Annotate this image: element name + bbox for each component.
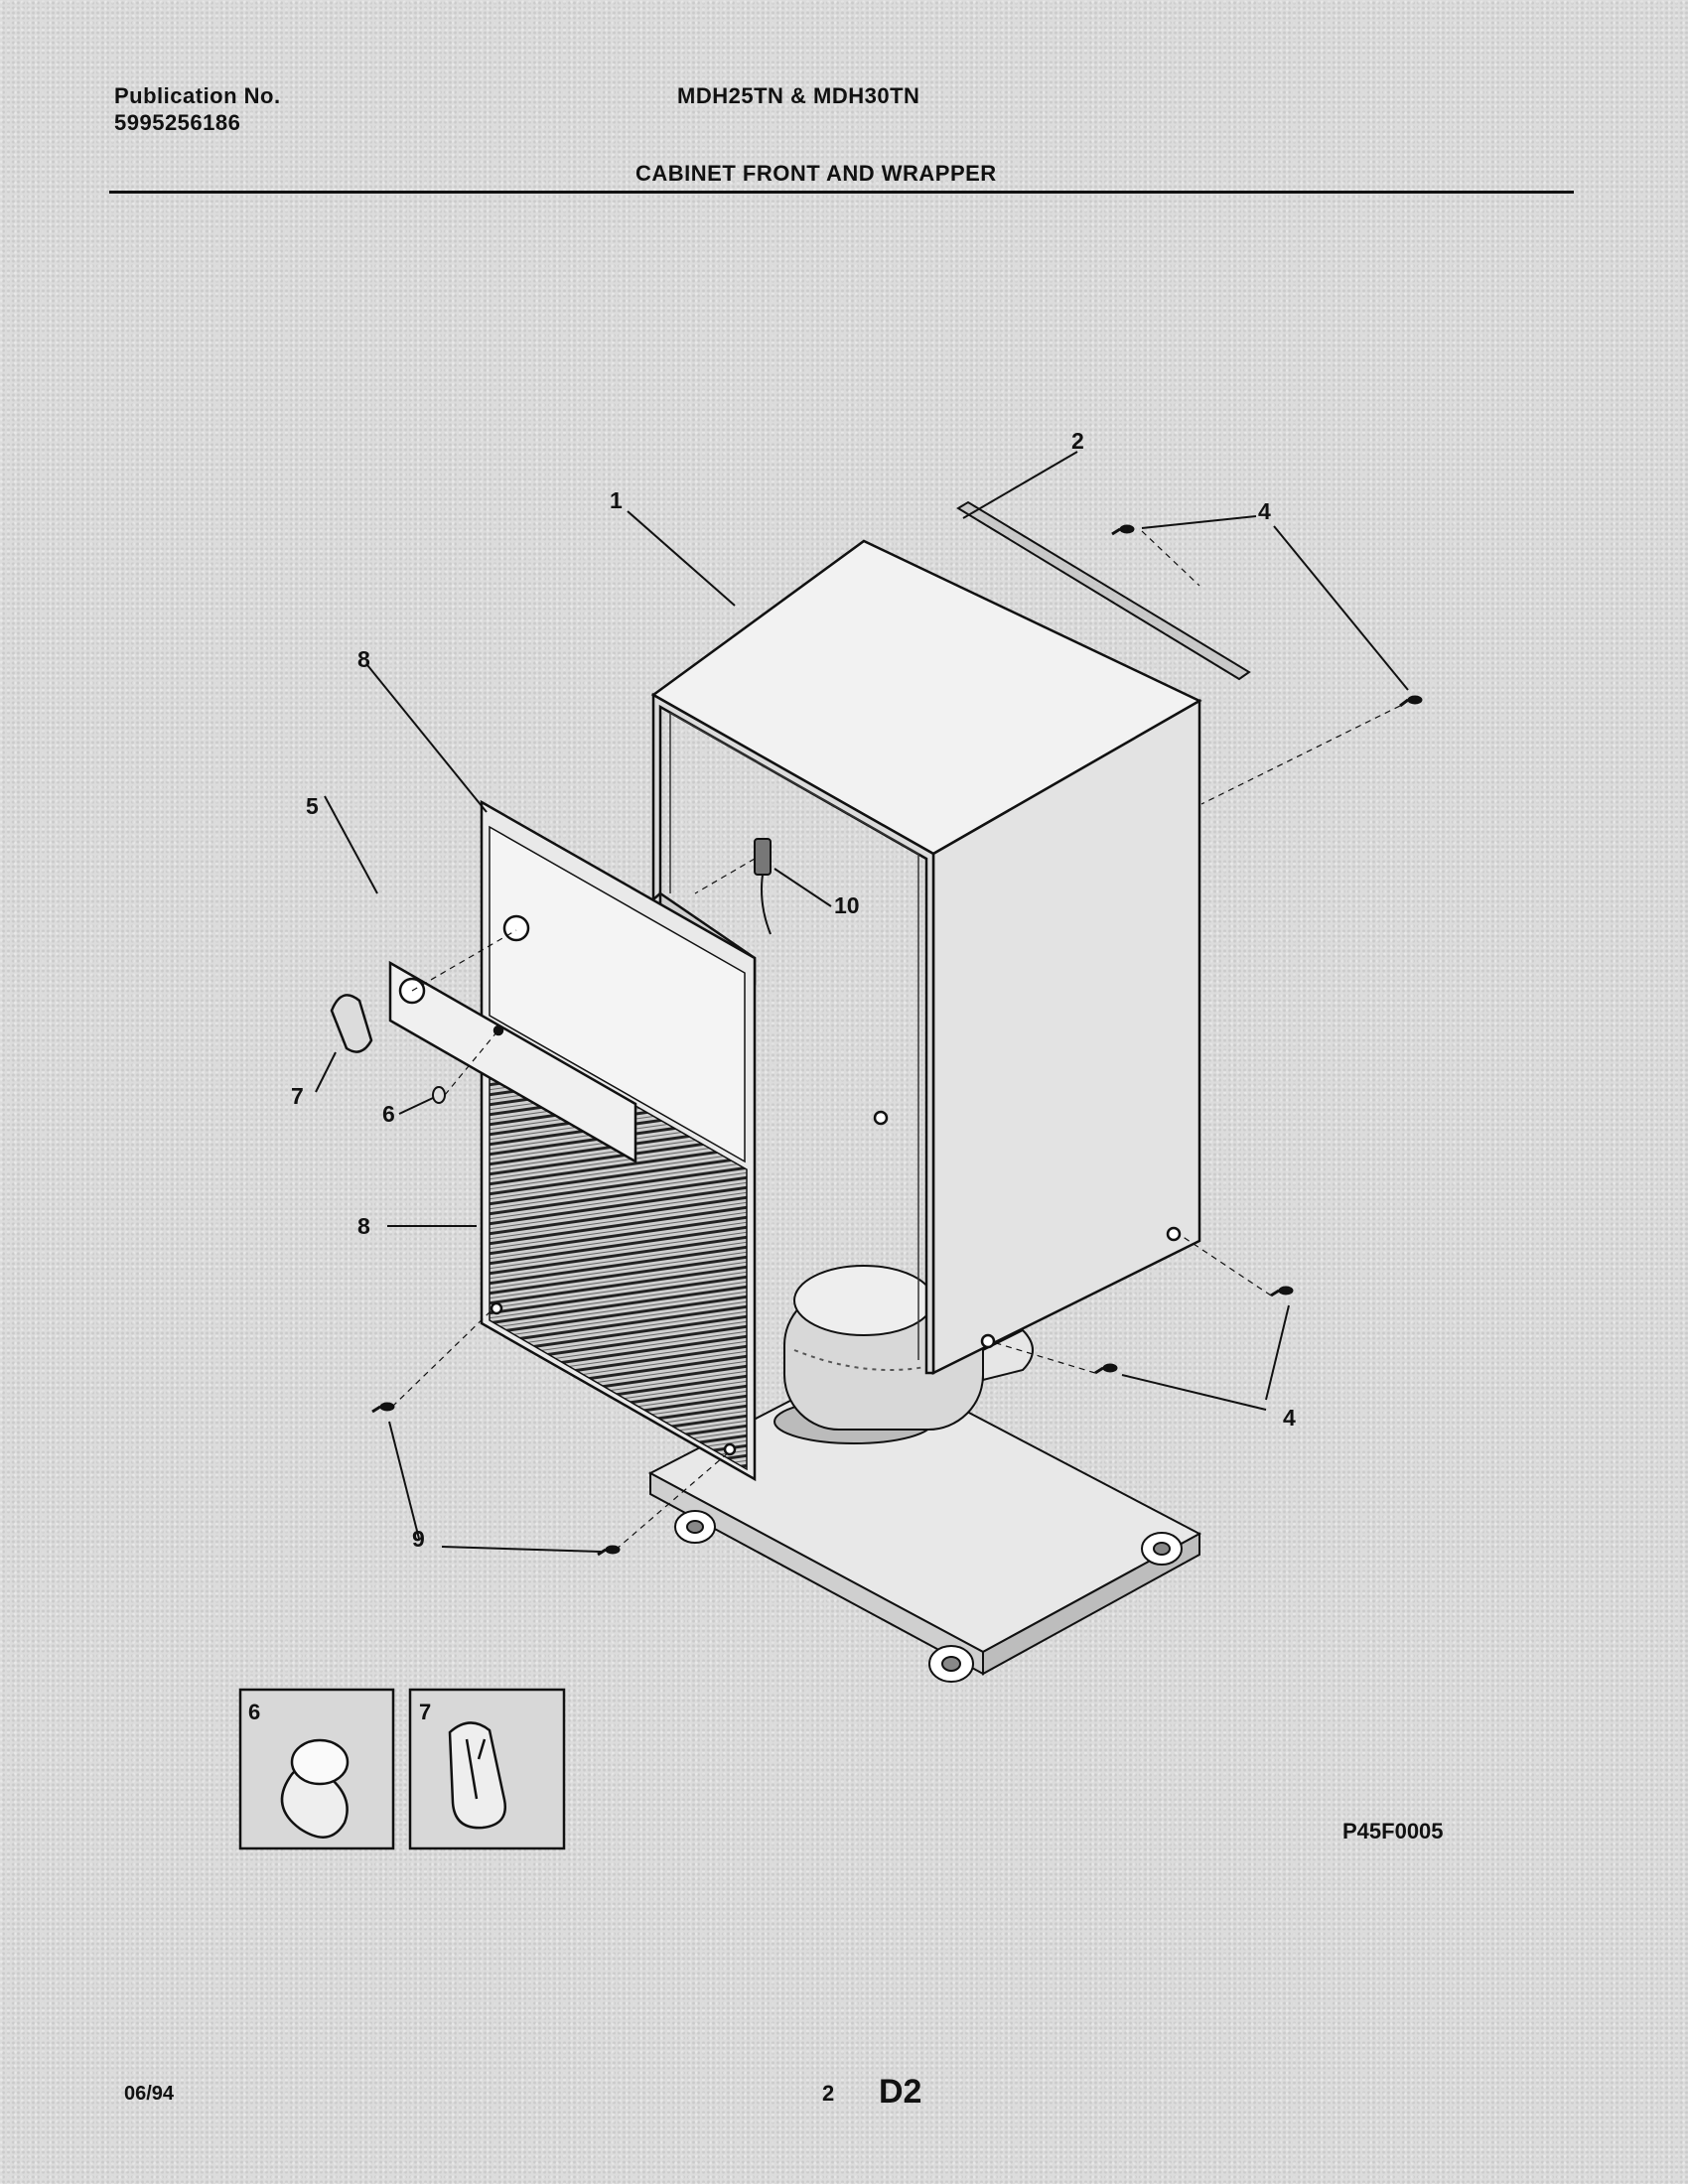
cabinet-wrapper xyxy=(650,539,1202,1376)
footer-page-number: 2 xyxy=(822,2081,835,2106)
control-knob-part xyxy=(330,994,373,1053)
publication-label: Publication No. xyxy=(114,83,281,108)
callout-1: 1 xyxy=(610,487,623,513)
callout-5: 5 xyxy=(306,793,319,819)
publication-number: 5995256186 xyxy=(114,110,241,135)
thermostat-part xyxy=(754,838,772,935)
model-numbers: MDH25TN & MDH30TN xyxy=(677,83,920,108)
figure-code: P45F0005 xyxy=(1342,1819,1444,1843)
footer-date: 06/94 xyxy=(124,2083,175,2105)
screws xyxy=(371,524,1423,1557)
knob-button-icon xyxy=(280,1738,350,1839)
callout-6: 6 xyxy=(382,1101,395,1127)
inset-6-label: 6 xyxy=(248,1700,260,1724)
footer-section-code: D2 xyxy=(879,2073,922,2111)
control-knob-icon xyxy=(448,1721,506,1830)
callout-9: 9 xyxy=(412,1526,425,1552)
inset-7-label: 7 xyxy=(419,1700,431,1724)
callout-8-top: 8 xyxy=(357,646,370,672)
section-title: CABINET FRONT AND WRAPPER xyxy=(635,161,997,186)
top-rail xyxy=(956,500,1251,681)
inset-6: 6 xyxy=(238,1688,395,1850)
callout-8-mid: 8 xyxy=(357,1213,370,1239)
header-rule xyxy=(109,191,1574,194)
callout-10: 10 xyxy=(834,892,860,918)
knob-button-part xyxy=(432,1086,446,1104)
callout-4-top: 4 xyxy=(1258,498,1271,524)
inset-7: 7 xyxy=(408,1688,566,1850)
callout-2: 2 xyxy=(1071,428,1084,454)
leader-lines xyxy=(315,451,1409,1553)
callout-4-bottom: 4 xyxy=(1283,1405,1296,1431)
callout-7: 7 xyxy=(291,1083,304,1109)
